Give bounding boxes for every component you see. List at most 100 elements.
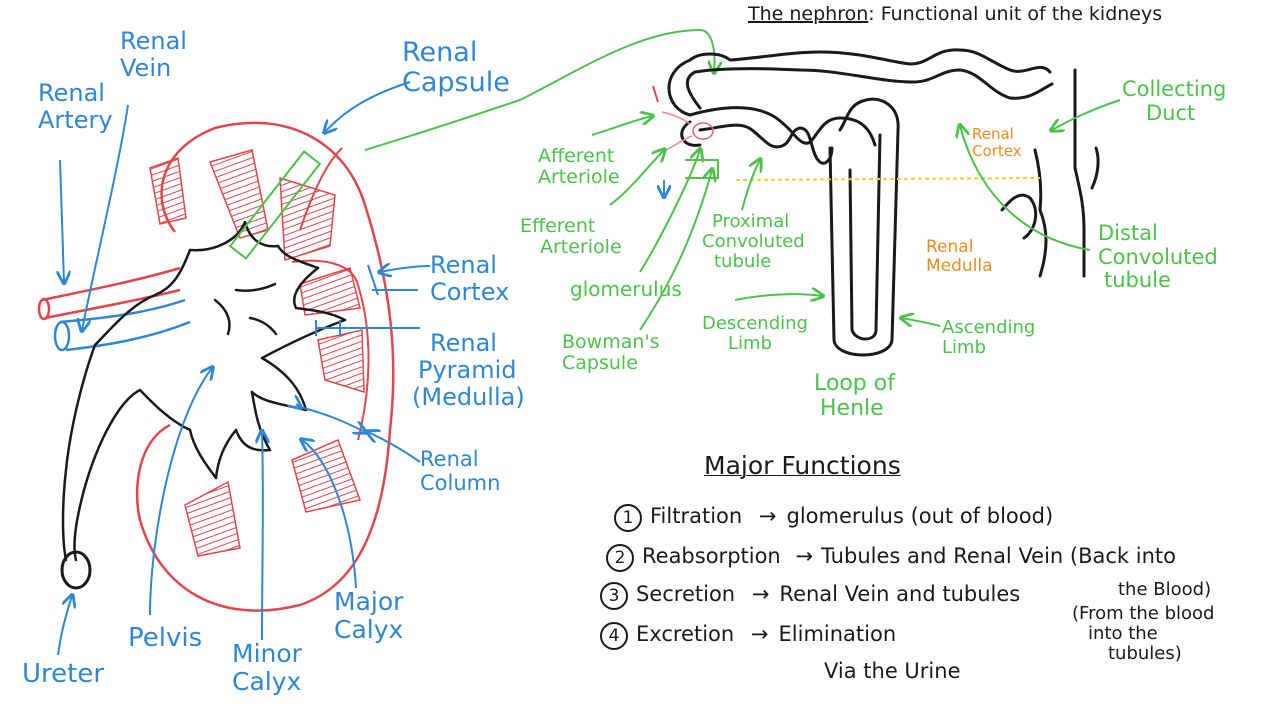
- renal-pyramid: [149, 156, 187, 225]
- label-collecting-duct: Collecting Duct: [1122, 77, 1227, 125]
- label-afferent-line2: Arteriole: [538, 166, 620, 189]
- cortex-medulla-boundary: [735, 177, 1041, 181]
- zoom-link: [228, 28, 714, 260]
- functions-heading: Major Functions: [704, 451, 901, 480]
- label-renal-artery-line1: Renal: [38, 79, 105, 107]
- renal-pyramid: [299, 267, 361, 316]
- function-name: Filtration: [650, 504, 743, 528]
- label-major-calyx-line2: Calyx: [334, 615, 404, 644]
- function-name: Excretion: [636, 622, 735, 646]
- label-efferent-arteriole: Efferent Arteriole: [520, 215, 622, 259]
- label-efferent-line2: Arteriole: [540, 236, 622, 259]
- label-bowmans-capsule: Bowman's Capsule: [562, 331, 660, 375]
- arrow-icon: →: [758, 504, 777, 528]
- function-name: Reabsorption: [642, 544, 781, 568]
- label-nephron-cortex-line1: Renal: [972, 125, 1014, 143]
- label-renal-artery-line2: Artery: [38, 105, 113, 134]
- label-descending-line1: Descending: [702, 313, 808, 334]
- label-nephron-cortex-line2: Cortex: [972, 141, 1022, 160]
- renal-artery-vessel: [41, 266, 181, 320]
- label-descending-line2: Limb: [728, 333, 772, 355]
- kidney-drawing: [37, 121, 420, 612]
- label-bowmans-line1: Bowman's: [562, 331, 660, 353]
- page-title: The nephron: Functional unit of the kidn…: [748, 3, 1163, 25]
- reabsorption-continuation: the Blood): [1118, 579, 1212, 600]
- label-henle-line1: Loop of: [814, 371, 895, 396]
- label-renal-capsule: Renal Capsule: [402, 37, 510, 99]
- label-afferent-line1: Afferent: [538, 145, 615, 167]
- excretion-continuation: Via the Urine: [824, 659, 961, 683]
- label-minor-calyx-line2: Calyx: [232, 667, 302, 696]
- label-renal-pyramid: Renal Pyramid (Medulla): [412, 330, 525, 411]
- label-renal-medulla: Renal Medulla: [926, 237, 993, 277]
- label-minor-calyx-line1: Minor: [232, 639, 302, 668]
- nephron-pointer-arrows: [591, 99, 1121, 331]
- label-ascending-line1: Ascending: [942, 317, 1036, 338]
- label-descending-limb: Descending Limb: [702, 313, 808, 355]
- label-renal-capsule-line1: Renal: [402, 37, 478, 68]
- function-number: 3: [600, 582, 628, 610]
- label-renal-pyramid-line1: Renal: [430, 329, 497, 357]
- label-renal-column-line2: Column: [420, 470, 501, 495]
- label-distal-line1: Distal: [1098, 221, 1158, 245]
- arterioles: [652, 85, 714, 151]
- label-loop-of-henle: Loop of Henle: [814, 371, 895, 421]
- ureter-opening: [60, 550, 92, 590]
- label-medulla-line1: Renal: [926, 237, 974, 257]
- label-renal-cortex: Renal Cortex: [430, 252, 509, 306]
- function-number: 1: [614, 504, 642, 532]
- label-renal-pyramid-line2: Pyramid: [418, 355, 517, 384]
- label-renal-column: Renal Column: [420, 447, 501, 495]
- secretion-cont-line2: into the: [1088, 623, 1158, 645]
- function-result: Tubules and Renal Vein (Back into: [821, 544, 1176, 568]
- secretion-cont-line3: tubules): [1108, 643, 1182, 665]
- label-ascending-limb: Ascending Limb: [942, 317, 1036, 359]
- renal-vein-vessel: [59, 298, 191, 352]
- arrow-icon: →: [751, 582, 770, 606]
- label-efferent-line1: Efferent: [520, 215, 596, 237]
- renal-pyramid: [291, 438, 361, 513]
- label-medulla-line2: Medulla: [926, 256, 993, 277]
- label-glomerulus: glomerulus: [570, 277, 682, 301]
- function-name: Secretion: [636, 582, 736, 606]
- nephron-drawing: [667, 48, 1100, 357]
- label-renal-vein-line1: Renal: [120, 27, 187, 55]
- label-pelvis: Pelvis: [128, 623, 203, 653]
- label-distal-line2: Convoluted: [1098, 244, 1218, 269]
- label-proximal-line1: Proximal: [712, 211, 790, 232]
- kidney-pointer-arrows: [58, 81, 431, 656]
- label-renal-vein-line2: Vein: [120, 53, 172, 82]
- label-collecting-line1: Collecting: [1122, 77, 1227, 101]
- kidney-inner-boundary: [291, 259, 370, 441]
- renal-pyramid: [184, 480, 241, 557]
- renal-pyramid: [208, 149, 269, 239]
- label-major-calyx: Major Calyx: [334, 588, 403, 644]
- function-result: Elimination: [778, 622, 897, 646]
- function-row-filtration: 1 Filtration → glomerulus (out of blood): [614, 504, 1053, 532]
- function-number: 4: [600, 622, 628, 650]
- label-renal-pyramid-line3: (Medulla): [412, 382, 525, 411]
- label-distal-line3: tubule: [1104, 268, 1171, 293]
- label-renal-artery: Renal Artery: [38, 80, 113, 134]
- label-major-calyx-line1: Major: [334, 587, 404, 616]
- title-main: The nephron: [748, 3, 869, 25]
- label-proximal-line3: tubule: [714, 251, 772, 273]
- function-result: glomerulus (out of blood): [786, 504, 1054, 528]
- label-minor-calyx: Minor Calyx: [232, 640, 302, 696]
- label-henle-line2: Henle: [820, 395, 884, 421]
- secretion-continuation: (From the blood into the tubules): [1072, 603, 1214, 665]
- label-nephron-renal-cortex: Renal Cortex: [972, 126, 1022, 160]
- label-afferent-arteriole: Afferent Arteriole: [538, 145, 620, 189]
- label-renal-capsule-line2: Capsule: [402, 67, 510, 99]
- arrow-icon: →: [795, 544, 814, 568]
- label-distal-tubule: Distal Convoluted tubule: [1098, 221, 1218, 293]
- function-row-excretion: 4 Excretion → Elimination: [600, 622, 896, 650]
- label-renal-cortex-line2: Cortex: [430, 277, 510, 306]
- title-rest: : Functional unit of the kidneys: [868, 3, 1163, 25]
- arrow-icon: →: [750, 622, 769, 646]
- label-renal-cortex-line1: Renal: [430, 251, 497, 279]
- label-ascending-line2: Limb: [942, 337, 986, 359]
